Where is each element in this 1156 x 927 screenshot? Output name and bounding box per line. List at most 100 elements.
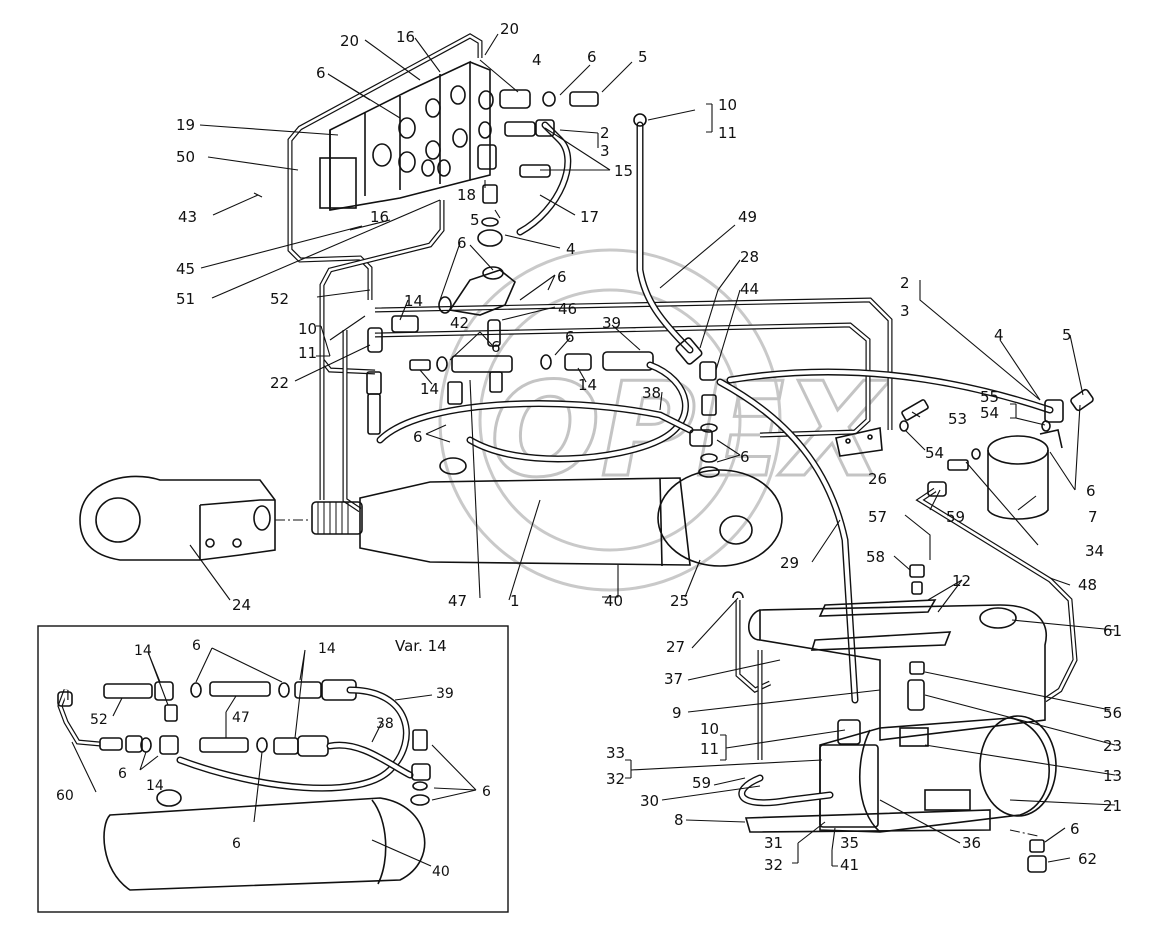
callout-6-d: 6 xyxy=(557,268,567,286)
callout-23: 23 xyxy=(1103,737,1122,755)
callout-35: 35 xyxy=(840,834,859,852)
bolt-53 xyxy=(899,399,929,432)
inset-callout-40: 40 xyxy=(432,864,450,880)
callout-45: 45 xyxy=(176,260,195,278)
inset-callout-6-d: 6 xyxy=(232,836,241,852)
callout-36: 36 xyxy=(962,834,981,852)
hose-17 xyxy=(516,121,572,236)
callout-6-f: 6 xyxy=(565,328,575,346)
callout-57: 57 xyxy=(868,508,887,526)
callout-11-b: 11 xyxy=(298,344,317,362)
callout-59-b: 59 xyxy=(692,774,711,792)
callout-6-e: 6 xyxy=(491,338,501,356)
callout-20-top: 20 xyxy=(500,20,519,38)
inset-title: Var. 14 xyxy=(395,637,447,655)
callout-52: 52 xyxy=(270,290,289,308)
callout-28: 28 xyxy=(740,248,759,266)
rod-eye-24 xyxy=(79,475,276,561)
inset-callout-38: 38 xyxy=(376,716,394,732)
callout-39: 39 xyxy=(602,314,621,332)
callout-15: 15 xyxy=(614,162,633,180)
callout-44: 44 xyxy=(740,280,759,298)
callout-14-b: 14 xyxy=(420,380,439,398)
fitting-62 xyxy=(1009,829,1047,873)
clamp-26 xyxy=(835,427,883,457)
callout-8: 8 xyxy=(674,811,684,829)
callout-10-a: 10 xyxy=(718,96,737,114)
callout-55: 55 xyxy=(980,388,999,406)
callout-30: 30 xyxy=(640,792,659,810)
callout-5-a: 5 xyxy=(638,48,648,66)
callout-49: 49 xyxy=(738,208,757,226)
cylinder-40 xyxy=(311,457,783,567)
inset-callout-14-b: 14 xyxy=(318,641,336,657)
callout-25: 25 xyxy=(670,592,689,610)
callout-46: 46 xyxy=(558,300,577,318)
callout-14-c: 14 xyxy=(578,376,597,394)
inset-callout-6-b: 6 xyxy=(118,766,127,782)
hose-38-39 xyxy=(376,361,694,463)
callout-2-a: 2 xyxy=(600,124,610,142)
callout-4-c: 4 xyxy=(994,326,1004,344)
hose-30 xyxy=(738,774,834,807)
callout-53: 53 xyxy=(948,410,967,428)
fittings-middle xyxy=(366,315,654,435)
callout-22: 22 xyxy=(270,374,289,392)
callout-4-a: 4 xyxy=(532,51,542,69)
callout-34: 34 xyxy=(1085,542,1104,560)
inset-callout-14-a: 14 xyxy=(134,643,152,659)
callout-6-g: 6 xyxy=(413,428,423,446)
hose-49 xyxy=(636,121,694,354)
fittings-28-44 xyxy=(633,113,717,381)
callout-3-a: 3 xyxy=(600,142,610,160)
callout-24: 24 xyxy=(232,596,251,614)
callout-12: 12 xyxy=(952,572,971,590)
inset-callout-39: 39 xyxy=(436,686,454,702)
callout-42: 42 xyxy=(450,314,469,332)
callout-33: 33 xyxy=(606,744,625,762)
callout-40: 40 xyxy=(604,592,623,610)
pipe-51 xyxy=(319,200,445,375)
callout-43: 43 xyxy=(178,208,197,226)
inset-callout-60: 60 xyxy=(56,788,74,804)
callout-10-c: 10 xyxy=(700,720,719,738)
inset-callout-6-a: 6 xyxy=(192,638,201,654)
callout-62: 62 xyxy=(1078,850,1097,868)
callout-58: 58 xyxy=(866,548,885,566)
fitting-right-block xyxy=(689,394,720,478)
callout-27: 27 xyxy=(666,638,685,656)
callout-6-c: 6 xyxy=(457,234,467,252)
filter-7 xyxy=(947,388,1094,520)
callout-32-a: 32 xyxy=(606,770,625,788)
callout-9: 9 xyxy=(672,704,682,722)
callout-48: 48 xyxy=(1078,576,1097,594)
callout-6-h: 6 xyxy=(740,448,750,466)
inset-callout-6-c: 6 xyxy=(482,784,491,800)
callout-6-i: 6 xyxy=(1086,482,1096,500)
callout-38: 38 xyxy=(642,384,661,402)
callout-26: 26 xyxy=(868,470,887,488)
inset-callout-52: 52 xyxy=(90,712,108,728)
callout-32-b: 32 xyxy=(764,856,783,874)
callout-17: 17 xyxy=(580,208,599,226)
callout-41: 41 xyxy=(840,856,859,874)
callout-11-a: 11 xyxy=(718,124,737,142)
callout-2-b: 2 xyxy=(900,274,910,292)
callout-16-top: 16 xyxy=(396,28,415,46)
callout-21: 21 xyxy=(1103,797,1122,815)
callout-13: 13 xyxy=(1103,767,1122,785)
callout-3-b: 3 xyxy=(900,302,910,320)
callout-16-mid: 16 xyxy=(370,208,389,226)
leader-lines xyxy=(189,33,1116,867)
hose-to-filter xyxy=(726,368,1054,414)
callout-5-b: 5 xyxy=(470,211,480,229)
inset-var14: Var. 14 xyxy=(37,625,509,913)
inset-callout-47: 47 xyxy=(232,710,250,726)
callout-31: 31 xyxy=(764,834,783,852)
callout-6-j: 6 xyxy=(1070,820,1080,838)
tank-61 xyxy=(747,599,1047,741)
callout-6-a: 6 xyxy=(316,64,326,82)
tee-42 xyxy=(438,266,516,347)
callout-51: 51 xyxy=(176,290,195,308)
